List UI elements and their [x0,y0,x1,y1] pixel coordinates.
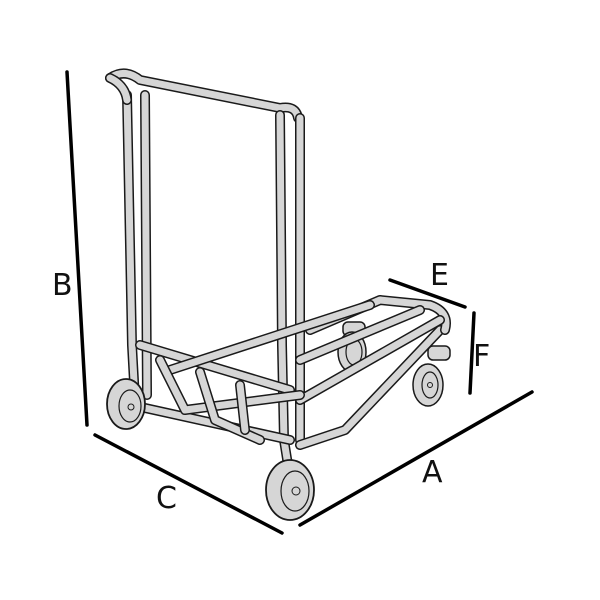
dimension-label-e: E [430,258,449,293]
dimension-line-f [468,311,476,395]
tube-handle-left-bend [105,73,132,105]
rear-caster-right [412,345,451,407]
dimension-line-e [388,278,467,309]
tube-platform-rail-mid-1 [295,315,445,405]
tube-front-upright-left [122,90,140,405]
tube-handle-top-bar [105,68,303,123]
dimension-label-f: F [473,339,490,374]
tube-basket-wire-3 [235,380,250,435]
front-wheel-right [265,459,315,521]
front-wheel-left [106,378,146,430]
dimension-line-a [298,390,534,527]
tube-platform-rail-mid-2 [295,305,425,365]
tube-platform-rail-right [295,325,445,450]
dimension-line-c [93,433,284,535]
dimension-line-b [65,70,89,427]
tube-back-upright-right [275,110,293,470]
dimension-lines [65,70,534,535]
dimension-label-c: C [156,481,177,516]
dimension-label-b: B [52,268,73,303]
tube-base-side-left [135,340,295,395]
tube-basket-wire-1 [155,355,305,415]
tube-platform-rail-left [165,300,375,375]
tube-platform-rail-back [305,295,451,335]
dimension-label-a: A [422,455,443,490]
cart-frame [105,68,451,470]
